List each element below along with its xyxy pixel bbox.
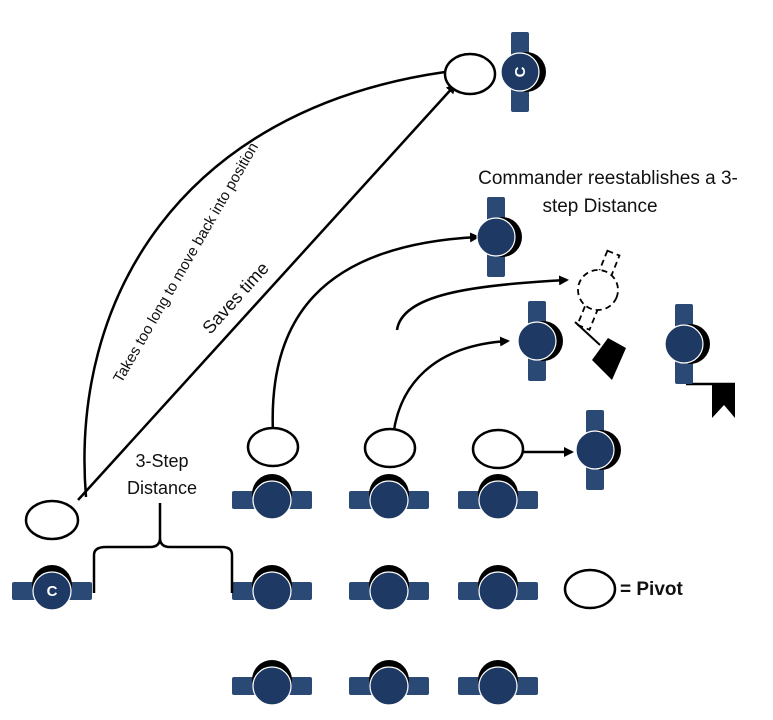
guidon-flag-icon	[686, 382, 735, 418]
pivot-marker	[443, 52, 497, 96]
direct-route-arrow	[77, 83, 457, 501]
soldier	[575, 410, 621, 490]
soldier	[349, 474, 429, 520]
commander-soldier: C	[500, 32, 546, 112]
soldier	[232, 660, 312, 706]
three-step-bracket	[92, 503, 234, 593]
long-route-arc	[83, 70, 446, 498]
commander-marker-label: C	[47, 583, 58, 600]
soldier	[458, 474, 538, 520]
guidon-flag-icon	[574, 321, 626, 380]
commander-reestablishes-label-line1: Commander reestablishes a 3-	[478, 168, 738, 189]
pivot-legend-marker	[563, 568, 617, 610]
pivot-marker	[471, 428, 525, 470]
soldier	[232, 474, 312, 520]
three-step-label-line1: 3-Step	[135, 451, 188, 471]
ghost-soldier	[576, 249, 621, 331]
soldier	[476, 197, 522, 277]
soldier	[664, 304, 710, 384]
commander-reestablishes-label-line2: step Distance	[542, 196, 657, 217]
pivot-marker	[24, 499, 80, 541]
soldier	[232, 565, 312, 611]
pivot-marker	[363, 427, 417, 469]
soldier	[458, 660, 538, 706]
pivot-marker	[246, 426, 300, 468]
move-arrow-1	[271, 232, 480, 434]
soldier	[349, 660, 429, 706]
pivot-legend-label: = Pivot	[620, 579, 683, 600]
three-step-label-line2: Distance	[127, 478, 197, 498]
soldier	[517, 301, 563, 381]
commander-soldier: C	[12, 565, 92, 611]
commander-marker-label: C	[512, 66, 529, 77]
takes-too-long-label: Takes too long to move back into positio…	[110, 140, 262, 386]
soldier	[349, 565, 429, 611]
soldier	[458, 565, 538, 611]
move-arrow-2	[395, 275, 569, 331]
